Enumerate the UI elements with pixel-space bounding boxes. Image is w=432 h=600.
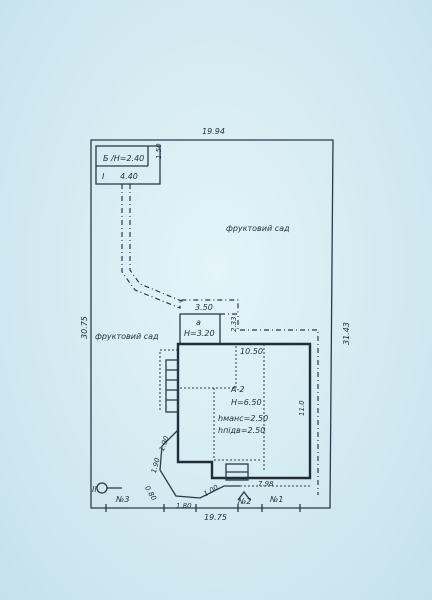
left-height-dim: 30.75 [80, 316, 89, 339]
house-width-dim: 10.50 [240, 347, 263, 356]
walkway-top [121, 184, 239, 315]
stairs-treads [166, 369, 178, 401]
shed-b [95, 145, 161, 185]
top-width-dim: 19.94 [202, 127, 225, 136]
house-room-3 [213, 388, 262, 461]
entry-dashline [220, 313, 319, 495]
gate-3-label: №3 [115, 495, 129, 504]
house-room-1 [180, 344, 237, 389]
gate-small-dim: 0.80 [143, 485, 158, 503]
bottom-width-dim: 19.75 [204, 513, 227, 522]
entry-a-label: а [196, 318, 201, 327]
house-label: А-2 [230, 385, 244, 394]
bottom-fence-ticks [105, 504, 301, 512]
shed-b-height-dim: 1.50 [155, 143, 163, 159]
fence-bottom-1-dim: 1.80 [176, 502, 192, 510]
shed-b-roman: I [102, 172, 105, 181]
house-depth-dim: 11.0 [298, 400, 306, 416]
walkway-top-inner [129, 184, 185, 303]
house-a2 [176, 342, 312, 480]
fence-diag-2-dim: 1.90 [150, 457, 162, 475]
stairs-path [159, 349, 178, 410]
well-icon [96, 482, 108, 494]
entry-width-dim: 3.50 [195, 303, 213, 312]
inner-fence [159, 429, 240, 499]
gate-2-label: №2 [237, 497, 251, 506]
shed-b-label: Б /Н=2.40 [103, 154, 144, 163]
fence-diag-1-dim: 1.90 [158, 434, 171, 452]
gate-2-arrow [237, 490, 251, 501]
shed-b-width-dim: 4.40 [120, 172, 138, 181]
garden-left-label: фруктовий сад [95, 332, 159, 341]
house-height: Н=6.50 [231, 398, 262, 407]
fence-right-dim: 7.98 [258, 480, 274, 488]
garden-top-label: фруктовий сад [226, 224, 290, 233]
plot-boundary [90, 139, 334, 509]
house-hmans: hманс=2.50 [218, 414, 268, 423]
well-roman: II [92, 485, 97, 494]
right-height-dim: 31.43 [342, 322, 351, 345]
entry-a-height: Н=3.20 [184, 329, 215, 338]
house-hpidv: hпідв=2.50 [218, 426, 265, 435]
gate-1-label: №1 [269, 495, 283, 504]
entry-depth-dim: 2.33 [230, 316, 238, 332]
fence-bottom-2-dim: 1.00 [202, 483, 220, 498]
stairs [165, 359, 179, 413]
